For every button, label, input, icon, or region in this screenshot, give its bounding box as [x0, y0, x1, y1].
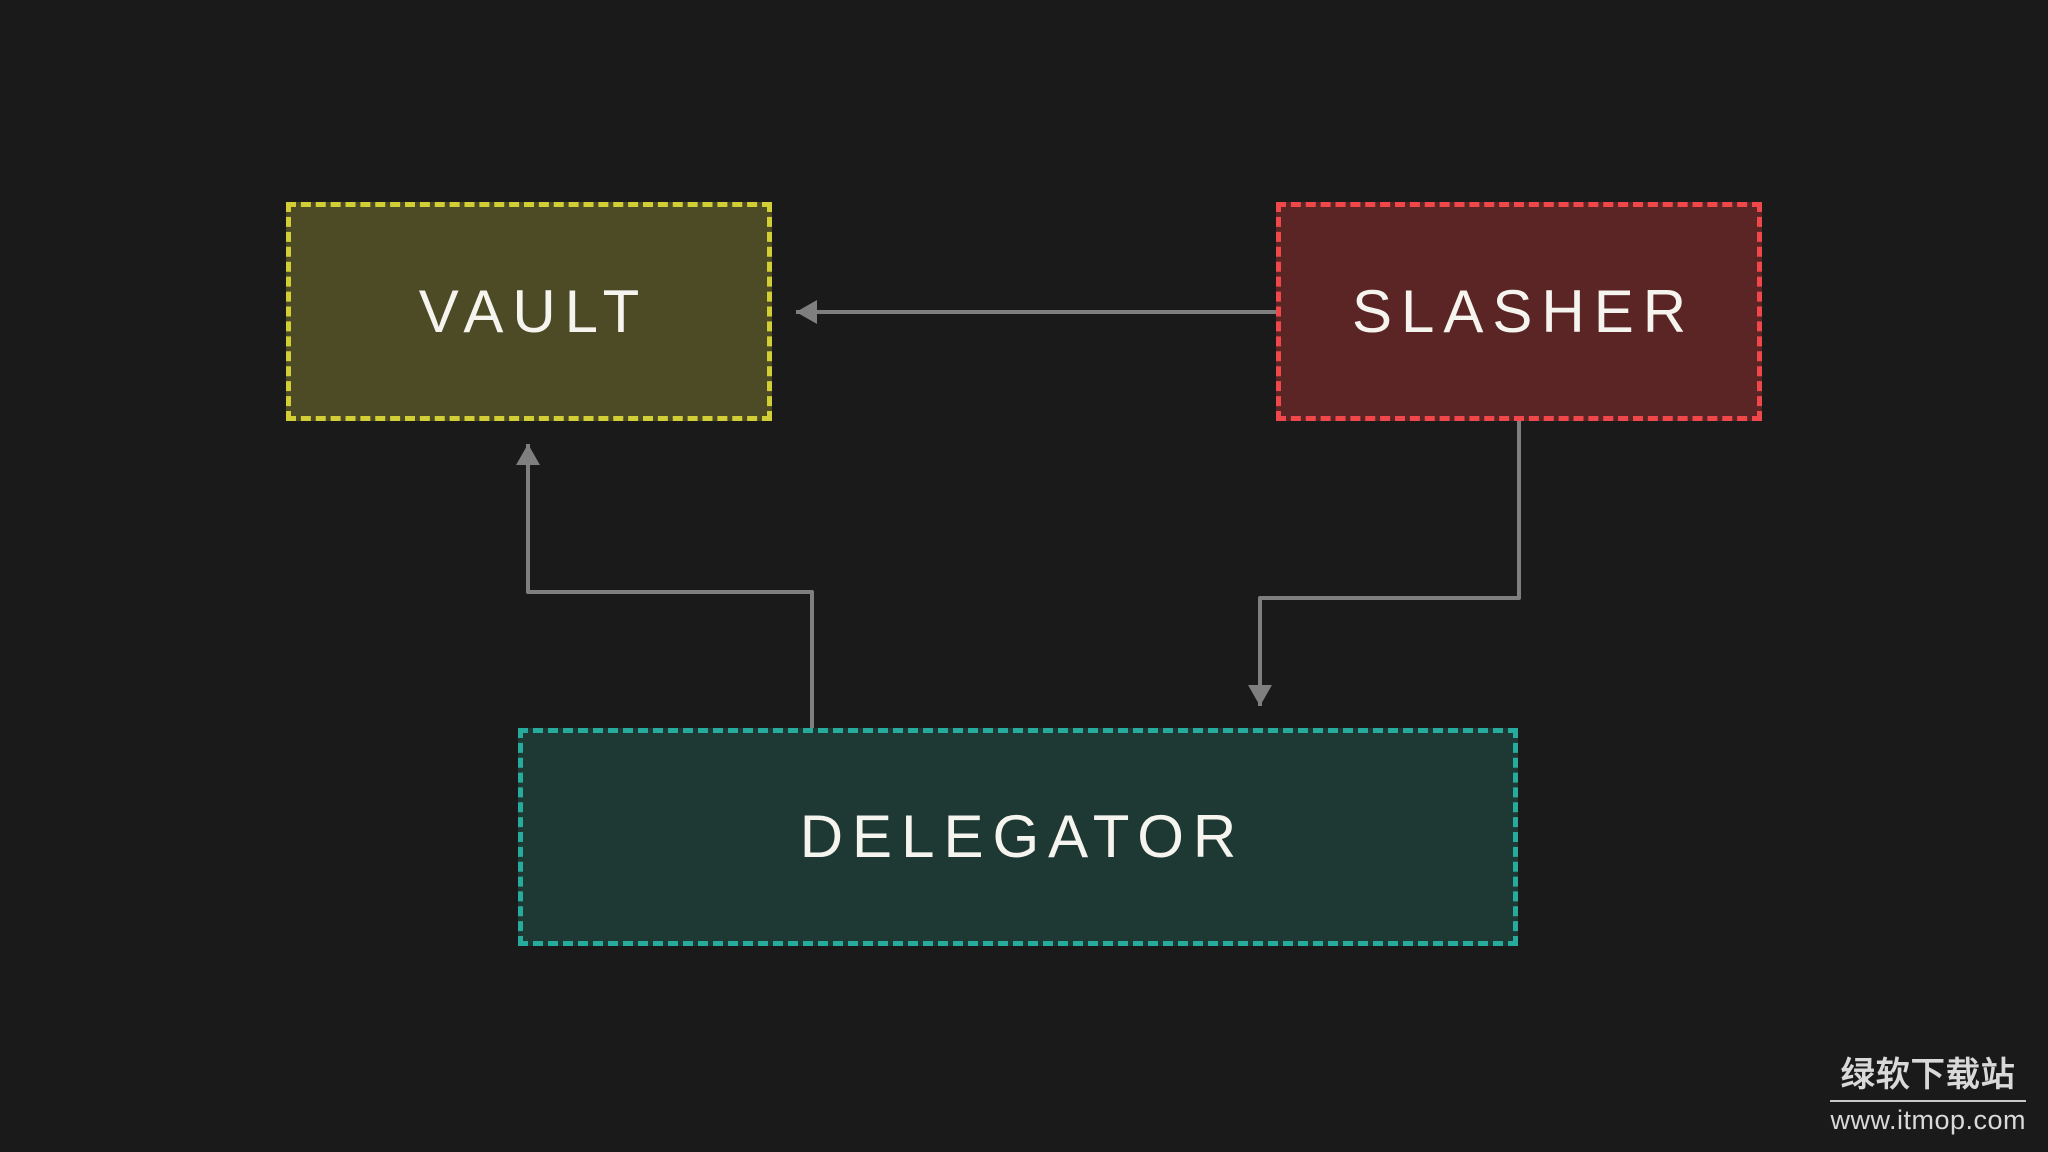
node-vault-label: VAULT	[418, 277, 649, 345]
node-slasher-label: SLASHER	[1351, 277, 1696, 345]
node-slasher[interactable]: SLASHER	[1276, 202, 1762, 421]
watermark-url: www.itmop.com	[1830, 1105, 2026, 1136]
node-vault[interactable]: VAULT	[286, 202, 772, 421]
watermark-divider	[1830, 1100, 2026, 1103]
edge-delegator-to-vault	[516, 444, 814, 728]
watermark-site-name: 绿软下载站	[1840, 1055, 2016, 1096]
watermark: 绿软下载站 www.itmop.com	[1830, 1056, 2026, 1136]
node-delegator-label: DELEGATOR	[799, 803, 1246, 870]
edge-slasher-to-delegator	[1248, 421, 1521, 706]
node-delegator[interactable]: DELEGATOR	[518, 728, 1518, 946]
